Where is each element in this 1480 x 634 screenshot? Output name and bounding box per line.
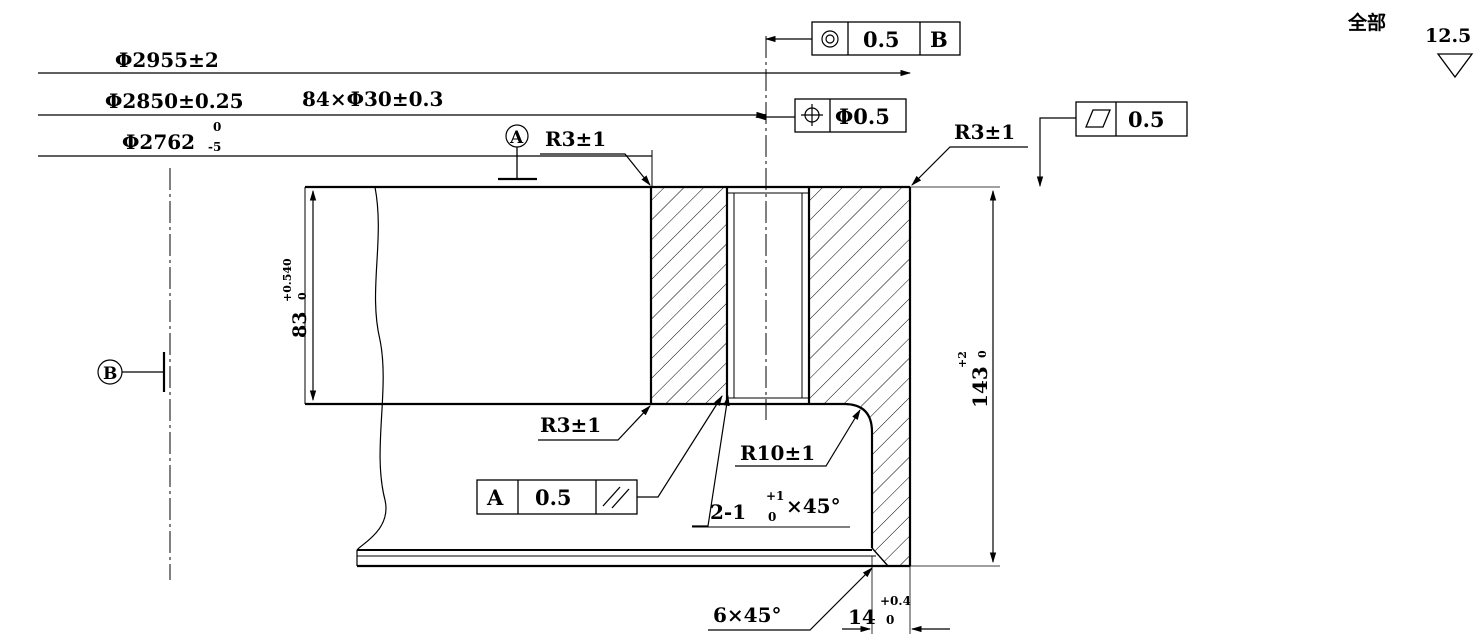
dim-83-upper: +0.540 <box>281 258 294 302</box>
radius-fillet: R10±1 <box>740 441 815 465</box>
concentricity-icon <box>821 30 839 48</box>
radius-top-right: R3±1 <box>954 120 1015 144</box>
datum-b-label: B <box>103 364 117 384</box>
hatched-wall-right <box>809 187 910 566</box>
dim-d2955: Φ2955±2 <box>115 48 219 72</box>
concentricity-datum: B <box>930 27 948 52</box>
break-line <box>356 186 387 551</box>
hatched-wall-left <box>651 187 727 404</box>
dim-14-main: 14 <box>848 605 876 629</box>
dim-143-main: 143 <box>968 366 992 408</box>
chamfer-hole-upper: +1 <box>766 489 784 503</box>
dim-14-lower: 0 <box>886 613 894 627</box>
gdt-parallelism-frame: A 0.5 <box>476 395 723 515</box>
radius-top-left: R3±1 <box>545 127 606 151</box>
concentricity-tolerance: 0.5 <box>863 27 900 52</box>
gdt-concentricity-frame: 0.5 B <box>764 21 961 56</box>
roughness-value: 12.5 <box>1425 25 1471 47</box>
dim-d2850: Φ2850±0.25 <box>105 89 244 113</box>
datum-a-symbol: A <box>498 124 537 181</box>
part-section <box>304 185 912 568</box>
flatness-leader <box>1036 117 1076 188</box>
flatness-tolerance: 0.5 <box>1128 107 1165 132</box>
dim-143-upper: +2 <box>956 351 969 368</box>
flatness-icon <box>1085 109 1111 128</box>
parallelism-tolerance: 0.5 <box>535 485 572 510</box>
chamfer-hole-lower: 0 <box>768 510 776 524</box>
gdt-position-frame: Φ0.5 <box>754 98 907 133</box>
dim-height-83: 83 +0.540 0 <box>281 189 317 402</box>
chamfer-bottom: 6×45° <box>713 603 782 627</box>
hole-pattern-callout: 84×Φ30±0.3 <box>302 87 443 111</box>
radius-bottom-left: R3±1 <box>540 413 601 437</box>
datum-b-symbol: B <box>97 352 166 392</box>
dim-height-143: 143 +2 0 <box>910 186 1000 567</box>
parallelism-icon <box>602 486 630 509</box>
dim-83-lower: 0 <box>296 292 309 300</box>
roughness-symbol: 全部 12.5 <box>1347 11 1474 79</box>
datum-a-label: A <box>509 128 524 148</box>
dim-14-upper: +0.4 <box>880 594 911 608</box>
dim-d2762-lower: -5 <box>208 140 221 154</box>
dim-143-lower: 0 <box>976 350 989 358</box>
chamfer-hole-main: 2-1 <box>710 500 746 524</box>
position-icon <box>801 104 823 126</box>
parallelism-leader <box>637 395 723 498</box>
parallelism-datum: A <box>486 485 504 510</box>
chamfer-callouts: 2-1 +1 0 ×45° 6×45° <box>692 394 873 631</box>
roughness-scope-label: 全部 <box>1347 11 1386 34</box>
gdt-flatness-frame: 0.5 <box>1036 101 1188 188</box>
chamfer-hole-angle: ×45° <box>786 494 841 518</box>
dim-83-main: 83 <box>289 312 311 338</box>
dim-d2762: Φ2762 <box>122 130 195 154</box>
position-tolerance: Φ0.5 <box>835 104 890 129</box>
roughness-triangle-icon <box>1436 53 1474 79</box>
dim-width-14: 14 +0.4 0 <box>842 556 950 634</box>
dim-d2762-upper: 0 <box>213 120 221 134</box>
radius-callouts: R3±1 R3±1 R3±1 R10±1 <box>538 120 1028 467</box>
diameter-dimensions: Φ2955±2 Φ2850±0.25 84×Φ30±0.3 Φ2762 0 -5 <box>38 48 912 157</box>
